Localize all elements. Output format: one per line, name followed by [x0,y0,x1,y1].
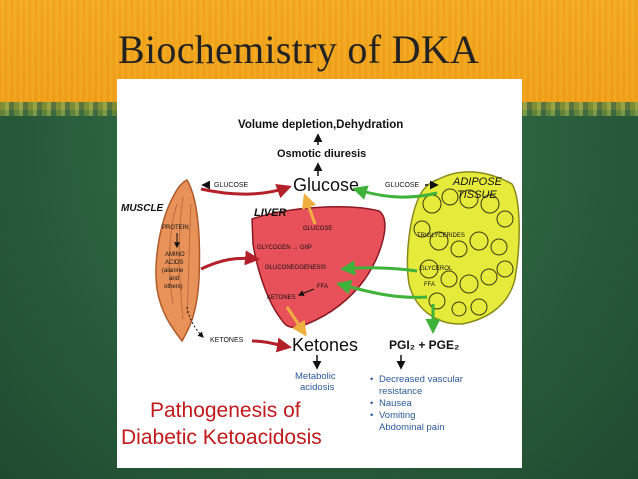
liver-glucose-label: GLUCOSE [303,226,332,232]
effect-line-4: Abdominal pain [379,422,445,433]
glycogen-label: GLYCOGEN → G6P [257,245,312,251]
diagram-panel: Volume depletion,Dehydration Osmotic diu… [117,79,522,468]
slide-title: Biochemistry of DKA [118,27,480,72]
glucose-main-label: Glucose [293,175,359,195]
green-arrow-adipose-glucose [352,185,438,200]
ffa-liver-label: FFA [317,284,328,290]
effect-bullet-0: • [370,374,373,385]
muscle-fibers [169,196,192,320]
amino-line-4: others) [164,284,183,290]
adipose-cells [413,188,514,317]
arrow-ketones-muscle [186,306,204,338]
red-arrow-ketones [251,337,292,353]
adipose-label-1: ADIPOSE [452,176,503,188]
osmotic-diuresis-label: Osmotic diuresis [277,148,366,160]
effect-line-0: Decreased vascular [379,374,463,385]
effect-line-3: Vomiting [379,410,415,421]
arrow-ffa-ketones [297,288,315,297]
pgi-label: PGI₂ + PGE₂ [389,338,459,352]
ketones-liver-label: KETONES [267,295,296,301]
amino-line-0: AMINO [165,252,185,258]
triglycerides-label: TRIGLYCERIDES [417,233,465,239]
metabolic-line-0: Metabolic [295,371,336,382]
glucose-left-label: GLUCOSE [214,182,249,189]
caption-line-0: Pathogenesis of [150,399,301,422]
effect-line-1: resistance [379,386,422,397]
amino-line-1: ACIDS [165,260,183,266]
metabolic-line-1: acidosis [300,382,335,393]
muscle-shape [155,179,201,343]
caption-line-1: Diabetic Ketoacidosis [121,426,322,449]
ketones-main-label: Ketones [292,335,358,355]
green-arrow-glycerol-liver [340,260,418,276]
effect-bullet-2: • [370,398,373,409]
glycerol-label: GLYCEROL [420,266,453,272]
orange-arrow-liver-glucose [301,193,317,225]
muscle-label: MUSCLE [121,203,164,214]
effect-line-2: Nausea [379,398,412,409]
glucose-right-label: GLUCOSE [385,182,420,189]
protein-label: PROTEIN [162,225,189,231]
effect-bullet-3: • [370,410,373,421]
adipose-label-2: TISSUE [457,189,497,201]
green-arrow-ffa-liver [336,279,428,299]
header-band [0,0,638,110]
amino-line-2: (alanine [162,268,184,274]
orange-arrow-liver-ketones [285,306,307,337]
red-arrow-muscle-glucose [200,184,292,199]
dka-diagram: Volume depletion,Dehydration Osmotic diu… [121,119,520,449]
ketones-left-label: KETONES [210,337,244,344]
amino-line-3: and [169,276,179,282]
ffa-adipose-label: FFA [424,282,435,288]
red-arrow-amino-liver [200,250,260,271]
liver-shape [251,206,386,329]
gluconeogenesis-label: GLUCONEOGENESIS [265,265,326,271]
volume-depletion-label: Volume depletion,Dehydration [238,119,403,131]
liver-label: LIVER [254,207,286,219]
adipose-shape [406,171,520,325]
